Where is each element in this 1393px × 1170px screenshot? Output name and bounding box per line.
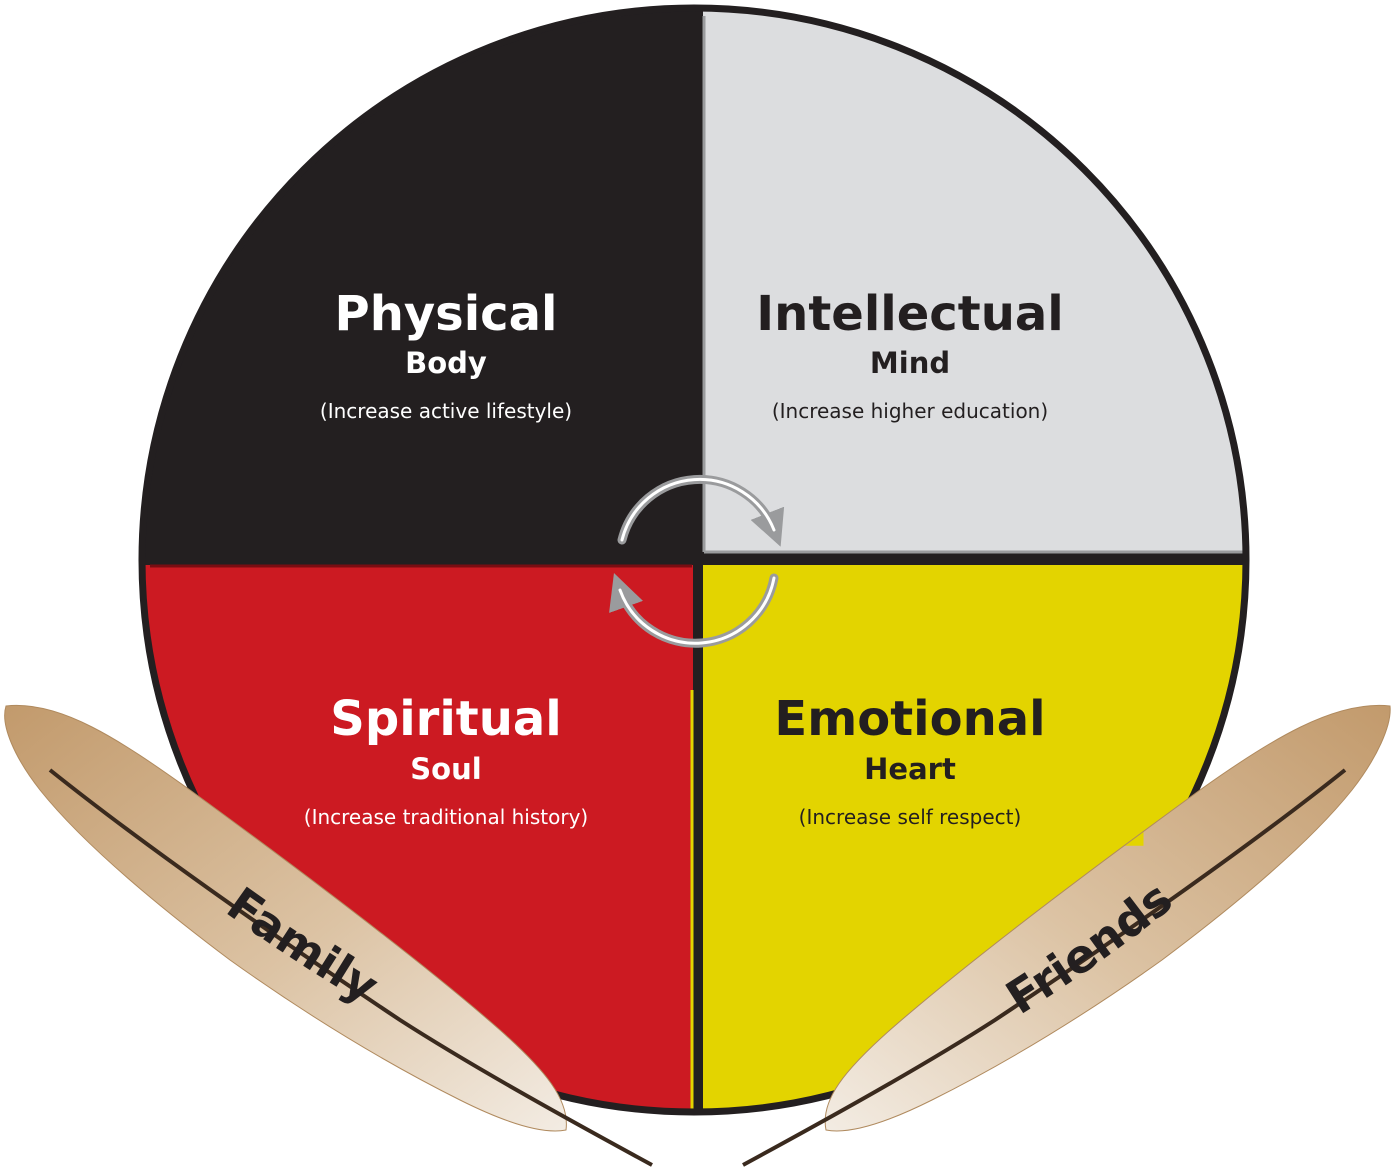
- wheel-outline: [138, 4, 1250, 1116]
- emotional-text-group: Emotional Heart (Increase self respect): [774, 691, 1045, 829]
- feather-right-vane-icon: [824, 704, 1391, 1132]
- feather-left-quill-icon: [48, 768, 653, 1167]
- intellectual-subtitle: Mind: [870, 346, 950, 380]
- spiritual-subtitle: Soul: [410, 752, 481, 786]
- physical-subtitle: Body: [405, 346, 487, 380]
- emotional-title: Emotional: [774, 691, 1045, 747]
- intellectual-title: Intellectual: [756, 286, 1063, 342]
- cycle-arrows: [609, 474, 785, 648]
- physical-note: (Increase active lifestyle): [320, 399, 572, 423]
- emotional-note: (Increase self respect): [799, 805, 1022, 829]
- physical-text-group: Physical Body (Increase active lifestyle…: [320, 286, 572, 423]
- feather-right-quill-icon: [742, 768, 1347, 1167]
- spiritual-title: Spiritual: [330, 691, 561, 747]
- spiritual-note: (Increase traditional history): [304, 805, 588, 829]
- spiritual-text-group: Spiritual Soul (Increase traditional his…: [304, 691, 588, 829]
- intellectual-note: (Increase higher education): [772, 399, 1048, 423]
- physical-title: Physical: [335, 286, 558, 342]
- wheel-dividers: [145, 10, 1245, 1110]
- intellectual-text-group: Intellectual Mind (Increase higher educa…: [756, 286, 1063, 423]
- physical-quadrant: [145, 11, 698, 558]
- emotional-subtitle: Heart: [864, 752, 956, 786]
- feather-left-vane-icon: [4, 704, 567, 1132]
